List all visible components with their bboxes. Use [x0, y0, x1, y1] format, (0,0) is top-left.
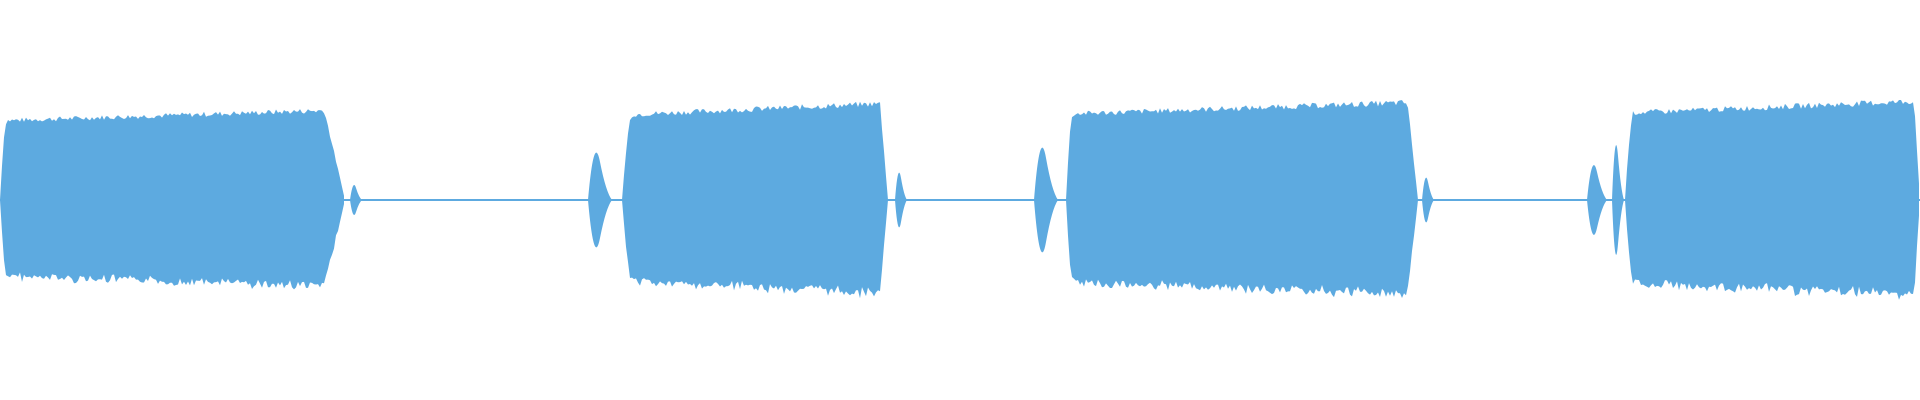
waveform-burst-1 [0, 109, 344, 290]
waveform-burst-3 [1066, 100, 1418, 298]
waveform-release-blip-1 [350, 185, 362, 215]
waveform-onset-blip-4b [1612, 145, 1624, 255]
waveform-onset-blip-4 [1587, 165, 1607, 235]
waveform-release-blip-2 [895, 172, 907, 228]
waveform-onset-blip-2 [588, 152, 612, 248]
waveform-release-blip-3 [1422, 177, 1434, 223]
waveform-burst-4 [1625, 100, 1919, 300]
waveform-onset-blip-3 [1034, 147, 1058, 253]
waveform-burst-2 [622, 101, 888, 299]
